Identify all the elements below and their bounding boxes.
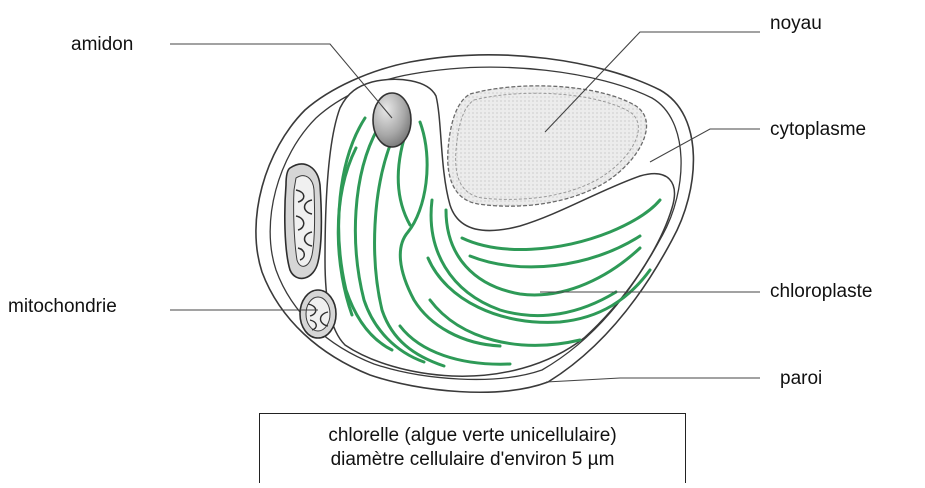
leader-paroi: [546, 378, 760, 382]
label-cytoplasme: cytoplasme: [770, 120, 866, 139]
label-noyau: noyau: [770, 14, 822, 33]
label-paroi: paroi: [780, 369, 822, 388]
mitochondrion-lower: [300, 290, 336, 338]
label-chloroplaste: chloroplaste: [770, 282, 872, 301]
caption-line-2: diamètre cellulaire d'environ 5 µm: [260, 448, 685, 472]
caption-box: chlorelle (algue verte unicellulaire) di…: [259, 413, 686, 483]
caption-line-1: chlorelle (algue verte unicellulaire): [260, 424, 685, 448]
label-amidon: amidon: [71, 35, 133, 54]
starch-grain: [373, 93, 411, 147]
label-mitochondrie: mitochondrie: [8, 297, 117, 316]
mitochondrion-upper: [285, 164, 322, 278]
